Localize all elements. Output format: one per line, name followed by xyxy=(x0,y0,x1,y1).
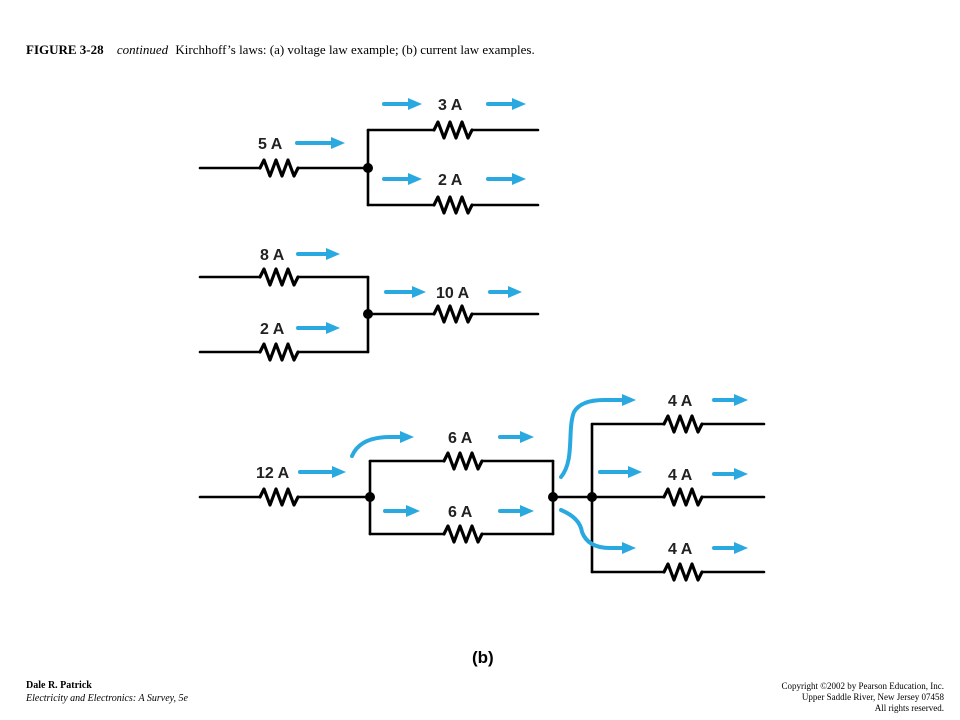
resistor xyxy=(442,524,484,544)
resistor xyxy=(662,562,704,582)
current-arrow xyxy=(296,248,340,260)
current-arrow xyxy=(383,505,420,517)
junction-node xyxy=(365,492,375,502)
resistor xyxy=(662,414,704,434)
caption-continued: continued xyxy=(116,42,169,57)
curved-current-arrow xyxy=(559,508,636,554)
current-arrow xyxy=(382,98,422,110)
curved-current-arrow xyxy=(350,431,414,458)
book-title: Electricity and Electronics: A Survey, 5… xyxy=(26,693,188,704)
resistor xyxy=(258,267,300,287)
current-label: 6 A xyxy=(448,430,473,447)
subfigure-label: (b) xyxy=(472,648,494,667)
copyright-block: Copyright ©2002 by Pearson Education, In… xyxy=(781,681,944,714)
current-arrow xyxy=(382,173,422,185)
junction-node xyxy=(548,492,558,502)
current-arrow xyxy=(498,431,534,443)
current-arrow xyxy=(598,466,642,478)
author-name: Dale R. Patrick xyxy=(26,680,92,691)
current-arrow xyxy=(712,542,748,554)
current-arrow xyxy=(295,137,345,149)
circuit-1-wires xyxy=(198,128,540,207)
current-label: 8 A xyxy=(260,247,285,264)
copyright-line: Copyright ©2002 by Pearson Education, In… xyxy=(781,681,944,691)
resistor xyxy=(432,304,474,324)
resistor xyxy=(432,120,474,140)
current-arrow xyxy=(498,505,534,517)
current-arrow xyxy=(712,468,748,480)
circuit-1: 5 A 3 A 2 A xyxy=(198,97,540,215)
resistor xyxy=(662,487,704,507)
current-arrow xyxy=(712,394,748,406)
author-block: Dale R. Patrick Electricity and Electron… xyxy=(26,679,188,705)
current-label: 12 A xyxy=(256,465,290,482)
current-arrow xyxy=(488,286,522,298)
current-label: 2 A xyxy=(260,321,285,338)
current-arrow xyxy=(296,322,340,334)
resistor xyxy=(442,451,484,471)
current-arrow xyxy=(384,286,426,298)
current-label: 4 A xyxy=(668,393,693,410)
resistor xyxy=(432,195,474,215)
junction-node xyxy=(363,163,373,173)
circuit-2: 8 A 2 A 10 A xyxy=(198,247,540,362)
current-arrow xyxy=(486,98,526,110)
current-label: 3 A xyxy=(438,97,463,114)
current-label: 10 A xyxy=(436,285,470,302)
circuit-3: 12 A 6 A 6 A 4 A 4 A 4 A xyxy=(198,393,766,582)
current-label: 5 A xyxy=(258,136,283,153)
current-label: 2 A xyxy=(438,172,463,189)
current-arrow xyxy=(486,173,526,185)
caption-text: Kirchhoff’s laws: (a) voltage law exampl… xyxy=(175,42,535,57)
resistor xyxy=(258,487,300,507)
curved-current-arrow xyxy=(559,394,636,479)
current-arrow xyxy=(298,466,346,478)
junction-node xyxy=(587,492,597,502)
junction-node xyxy=(363,309,373,319)
current-label: 4 A xyxy=(668,541,693,558)
current-label: 6 A xyxy=(448,504,473,521)
publisher-address: Upper Saddle River, New Jersey 07458 xyxy=(801,692,944,702)
resistor xyxy=(258,158,300,178)
figure-caption: FIGURE 3-28 continued Kirchhoff’s laws: … xyxy=(26,42,926,58)
figure-number: FIGURE 3-28 xyxy=(26,42,104,57)
current-label: 4 A xyxy=(668,467,693,484)
resistor xyxy=(258,342,300,362)
rights-notice: All rights reserved. xyxy=(874,703,944,713)
